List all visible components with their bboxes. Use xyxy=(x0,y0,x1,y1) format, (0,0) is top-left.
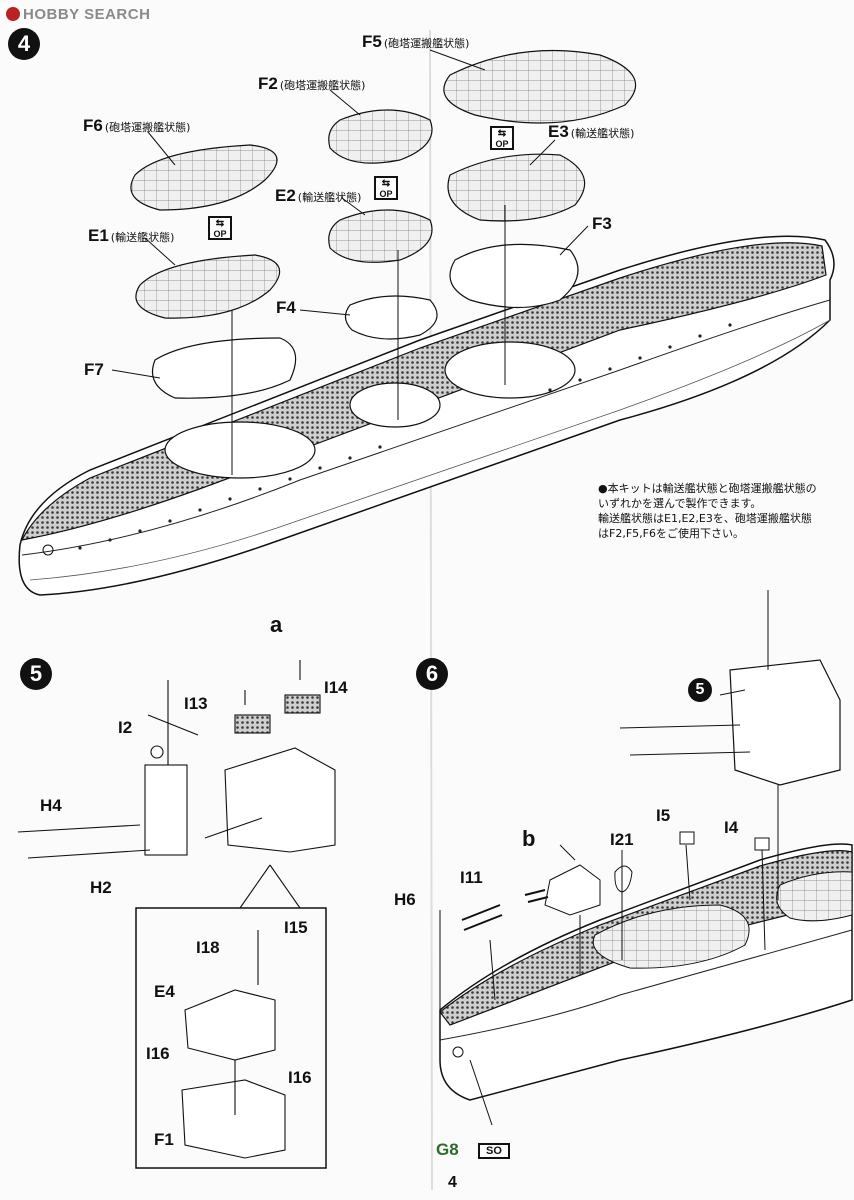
label-I13: I13 xyxy=(184,694,208,713)
note-line: ●本キットは輸送艦状態と砲塔運搬艦状態の xyxy=(598,482,817,495)
step6-hull xyxy=(439,590,853,1101)
option-arrow-icon: ⇆ xyxy=(497,128,507,139)
label-I4: I4 xyxy=(724,818,739,837)
step4-hull xyxy=(18,235,835,596)
step5-parts xyxy=(17,660,336,1169)
note-line: いずれかを選んで製作できます。 xyxy=(598,497,762,510)
step-6-badge: 6 xyxy=(416,658,448,690)
step-4-badge: 4 xyxy=(8,28,40,60)
label-I21: I21 xyxy=(610,830,634,849)
label-E1: E1(輸送艦状態) xyxy=(88,226,175,245)
label-I15: I15 xyxy=(284,918,308,937)
step-5-badge: 5 xyxy=(20,658,52,690)
label-E4: E4 xyxy=(154,982,175,1001)
step4-leaders xyxy=(111,49,589,475)
watermark-logo: HOBBY SEARCH xyxy=(6,6,150,23)
note-line: はF2,F5,F6をご使用下さい。 xyxy=(598,527,744,540)
step6-leaders xyxy=(439,689,766,1126)
watermark-text: HOBBY SEARCH xyxy=(23,6,151,23)
label-F6: F6(砲塔運搬艦状態) xyxy=(83,116,191,135)
label-F7: F7 xyxy=(84,360,104,379)
label-F2: F2(砲塔運搬艦状態) xyxy=(258,74,366,93)
assembly-note: ●本キットは輸送艦状態と砲塔運搬艦状態の いずれかを選んで製作できます。 輸送艦… xyxy=(598,481,817,541)
label-I11: I11 xyxy=(460,868,483,887)
page-fold xyxy=(429,29,433,1191)
option-arrow-icon: ⇆ xyxy=(215,218,225,229)
label-I18: I18 xyxy=(196,938,220,957)
label-F1: F1 xyxy=(154,1130,174,1149)
step4-covers xyxy=(130,49,636,399)
label-H2: H2 xyxy=(90,878,112,897)
sub-assembly-b-label: b xyxy=(522,826,536,851)
label-I5: I5 xyxy=(656,806,671,825)
op-badge-e3: ⇆OP xyxy=(490,126,514,150)
label-I14: I14 xyxy=(324,678,348,697)
op-badge-e2: ⇆OP xyxy=(374,176,398,200)
label-F3: F3 xyxy=(592,214,612,233)
note-line: 輸送艦状態はE1,E2,E3を、砲塔運搬艦状態 xyxy=(598,512,812,525)
label-G8: G8 xyxy=(436,1140,459,1159)
label-I16-left: I16 xyxy=(146,1044,170,1063)
label-E3: E3(輸送艦状態) xyxy=(548,122,635,141)
step-5-reference-badge: 5 xyxy=(688,678,712,702)
op-badge-e1: ⇆OP xyxy=(208,216,232,240)
label-E2: E2(輸送艦状態) xyxy=(275,186,362,205)
label-H6: H6 xyxy=(394,890,416,909)
label-H4: H4 xyxy=(40,796,62,815)
hobby-search-icon xyxy=(6,7,20,21)
sub-assembly-a-label: a xyxy=(270,612,283,637)
label-I16-right: I16 xyxy=(288,1068,312,1087)
label-I2: I2 xyxy=(118,718,133,737)
label-F5: F5(砲塔運搬艦状態) xyxy=(362,32,470,51)
so-badge: SO xyxy=(478,1143,510,1159)
label-F4: F4 xyxy=(276,298,296,317)
page-number: 4 xyxy=(448,1174,457,1191)
option-arrow-icon: ⇆ xyxy=(381,178,391,189)
